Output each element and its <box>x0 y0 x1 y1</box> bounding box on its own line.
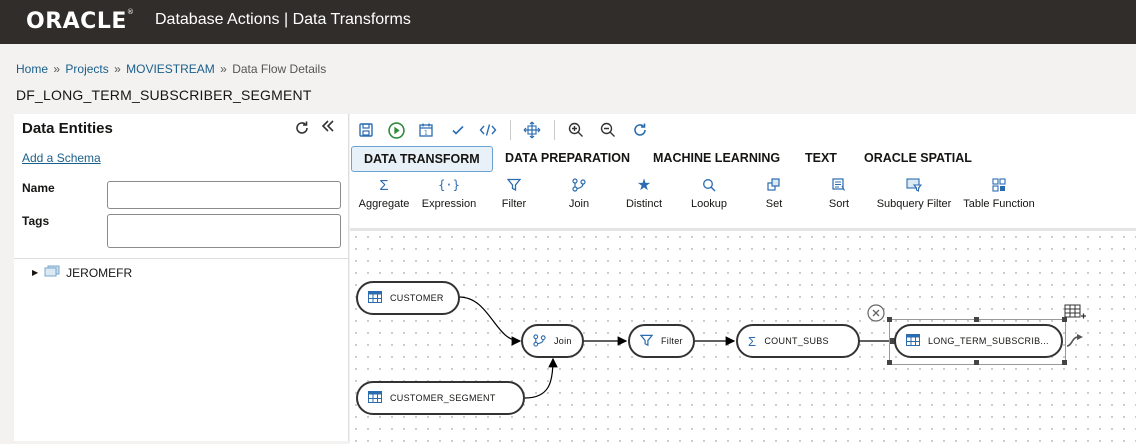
name-input[interactable] <box>107 181 341 209</box>
braces-icon: {·} <box>438 178 460 192</box>
breadcrumb-project[interactable]: MOVIESTREAM <box>126 62 215 76</box>
connector-segment-join <box>524 357 558 399</box>
zoom-out-icon[interactable] <box>598 120 618 140</box>
editor-toolbar: 1 <box>350 114 1136 142</box>
top-bar: ORACLE® Database Actions | Data Transfor… <box>0 0 1136 44</box>
funnel-icon <box>639 334 654 349</box>
resize-handle[interactable] <box>1062 360 1067 365</box>
tool-table-function[interactable]: Table Function <box>959 176 1039 210</box>
magnifier-icon <box>674 176 744 194</box>
tool-join[interactable]: Join <box>544 176 614 210</box>
app-title: Database Actions | Data Transforms <box>155 11 411 28</box>
sigma-icon: Σ <box>379 176 389 194</box>
tab-machine-learning[interactable]: MACHINE LEARNING <box>653 151 781 165</box>
tree-item-jeromefr[interactable]: ▶ JEROMEFR <box>32 265 132 280</box>
schedule-icon[interactable]: 1 <box>416 120 436 140</box>
page-title: DF_LONG_TERM_SUBSCRIBER_SEGMENT <box>16 87 312 103</box>
data-flow-canvas[interactable]: CUSTOMER CUSTOMER_SEGMENT Join Filter Σ … <box>350 228 1136 444</box>
tags-label: Tags <box>22 214 50 228</box>
panel-title: Data Entities <box>22 120 113 137</box>
validate-icon[interactable] <box>448 120 468 140</box>
tool-subquery-filter[interactable]: Subquery Filter <box>869 176 959 210</box>
run-icon[interactable] <box>386 120 406 140</box>
flow-connections <box>458 296 895 399</box>
tool-set[interactable]: Set <box>739 176 809 210</box>
tab-oracle-spatial[interactable]: ORACLE SPATIAL <box>864 151 972 165</box>
tags-input[interactable] <box>107 214 341 248</box>
star-icon: ★ <box>636 177 652 194</box>
node-customer[interactable]: CUSTOMER <box>356 281 460 315</box>
connector-customer-join <box>458 296 522 346</box>
funnel-icon <box>479 176 549 194</box>
tool-distinct[interactable]: ★ Distinct <box>609 176 679 210</box>
oracle-logo: ORACLE® <box>26 7 135 34</box>
set-icon <box>739 176 809 194</box>
panel-divider <box>14 258 348 259</box>
fit-icon[interactable] <box>522 120 542 140</box>
join-icon <box>533 333 546 349</box>
node-customer-segment[interactable]: CUSTOMER_SEGMENT <box>356 381 525 415</box>
connector-drag-icon[interactable] <box>1066 332 1086 353</box>
resize-handle[interactable] <box>974 317 979 322</box>
toolbar-divider <box>510 120 511 140</box>
table-function-icon <box>959 176 1039 194</box>
add-schema-link[interactable]: Add a Schema <box>22 151 101 165</box>
data-flow-editor: 1 DATA TRANSFORM DATA PREPARATION MACHIN… <box>349 114 1136 444</box>
delete-node-icon[interactable] <box>867 304 885 327</box>
data-entities-panel: Data Entities Add a Schema Name Tags ▶ J… <box>14 114 349 441</box>
toolbar-divider <box>554 120 555 140</box>
table-icon <box>368 391 382 405</box>
expand-caret-icon[interactable]: ▶ <box>32 268 39 277</box>
node-filter[interactable]: Filter <box>628 324 695 358</box>
breadcrumb-current: Data Flow Details <box>232 62 327 76</box>
schema-icon <box>44 265 60 280</box>
tool-lookup[interactable]: Lookup <box>674 176 744 210</box>
subquery-filter-icon <box>869 176 959 194</box>
save-icon[interactable] <box>356 120 376 140</box>
connector-port <box>889 338 895 344</box>
resize-handle[interactable] <box>887 317 892 322</box>
breadcrumb-projects[interactable]: Projects <box>65 62 109 76</box>
table-icon <box>368 291 382 305</box>
name-label: Name <box>22 181 55 195</box>
join-icon <box>544 176 614 194</box>
add-table-icon[interactable] <box>1064 304 1086 327</box>
tab-data-transform[interactable]: DATA TRANSFORM <box>351 146 493 172</box>
reset-icon[interactable] <box>630 120 650 140</box>
refresh-icon[interactable] <box>294 120 310 141</box>
resize-handle[interactable] <box>887 360 892 365</box>
node-count-subs[interactable]: Σ COUNT_SUBS <box>736 324 860 358</box>
node-join[interactable]: Join <box>521 324 584 358</box>
tool-expression[interactable]: {·} Expression <box>414 176 484 210</box>
collapse-panel-icon[interactable] <box>320 118 336 139</box>
tree-item-label: JEROMEFR <box>66 265 133 280</box>
sort-icon <box>804 176 874 194</box>
table-icon <box>906 334 920 348</box>
tool-sort[interactable]: Sort <box>804 176 874 210</box>
tab-text[interactable]: TEXT <box>805 151 837 165</box>
resize-handle[interactable] <box>974 360 979 365</box>
tool-filter[interactable]: Filter <box>479 176 549 210</box>
breadcrumb-home[interactable]: Home <box>16 62 49 76</box>
tool-aggregate[interactable]: Σ Aggregate <box>349 176 419 211</box>
resize-handle[interactable] <box>1062 317 1067 322</box>
tab-data-preparation[interactable]: DATA PREPARATION <box>505 151 630 165</box>
node-long-term-subscriber[interactable]: LONG_TERM_SUBSCRIB... <box>894 324 1063 358</box>
breadcrumb: Home » Projects » MOVIESTREAM » Data Flo… <box>16 62 327 76</box>
zoom-in-icon[interactable] <box>566 120 586 140</box>
svg-text:1: 1 <box>424 130 428 137</box>
sigma-icon: Σ <box>748 333 757 349</box>
code-icon[interactable] <box>478 120 498 140</box>
